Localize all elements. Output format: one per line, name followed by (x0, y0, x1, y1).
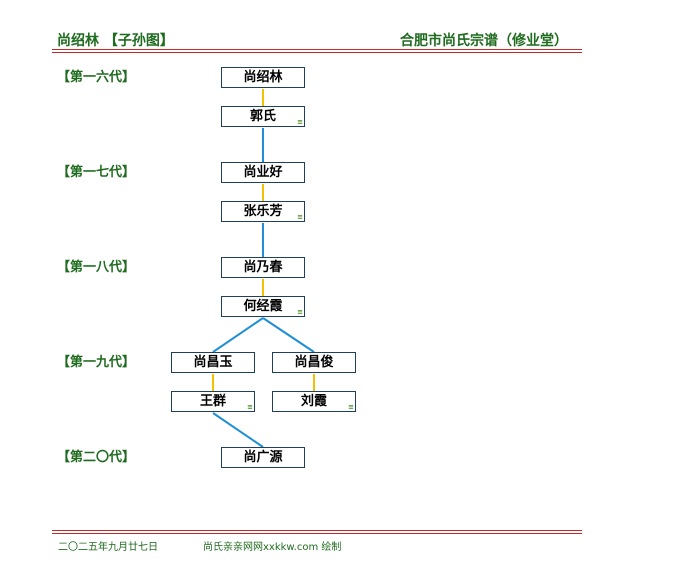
descent-line-p6-p7 (212, 317, 264, 353)
spouse-node-liu-xia[interactable]: 刘霞 ≡ (272, 391, 356, 412)
footer-source: 尚氏亲亲网网xxkkw.com 绘制 (203, 542, 342, 553)
spouse-node-he-jingxia[interactable]: 何经霞 ≡ (221, 296, 305, 317)
person-node-shang-changjun[interactable]: 尚昌俊 (272, 352, 356, 373)
descent-line-p9-p11 (212, 412, 264, 448)
generation-label-18: 【第一八代】 (57, 260, 136, 275)
person-node-shang-guangyuan[interactable]: 尚广源 (221, 447, 305, 468)
spouse-mark-icon: ≡ (348, 403, 354, 411)
person-name: 尚广源 (243, 450, 283, 465)
chart-title: 尚绍林 【子孙图】 (57, 33, 174, 49)
spouse-mark-icon: ≡ (297, 213, 303, 221)
bottom-rule (52, 530, 582, 531)
person-name: 尚昌玉 (193, 355, 233, 370)
person-name: 何经霞 (243, 299, 283, 314)
footer-date: 二〇二五年九月廿七日 (58, 542, 158, 553)
person-node-shang-shaolin[interactable]: 尚绍林 (221, 67, 305, 88)
person-node-shang-yehao[interactable]: 尚业好 (221, 162, 305, 183)
generation-label-20: 【第二〇代】 (57, 450, 136, 465)
spouse-mark-icon: ≡ (247, 403, 253, 411)
top-rule (52, 49, 582, 50)
spouse-node-zhang-lefang[interactable]: 张乐芳 ≡ (221, 201, 305, 222)
generation-label-19: 【第一九代】 (57, 355, 136, 370)
person-name: 尚昌俊 (294, 355, 334, 370)
generation-label-16: 【第一六代】 (57, 70, 136, 85)
spouse-mark-icon: ≡ (297, 118, 303, 126)
genealogy-title: 合肥市尚氏宗谱（修业堂） (400, 33, 568, 49)
generation-label-17: 【第一七代】 (57, 165, 136, 180)
person-name: 尚业好 (243, 165, 283, 180)
person-node-shang-naichun[interactable]: 尚乃春 (221, 257, 305, 278)
person-node-shang-changyu[interactable]: 尚昌玉 (171, 352, 255, 373)
person-name: 张乐芳 (243, 204, 283, 219)
person-name: 王群 (199, 394, 226, 409)
person-name: 刘霞 (300, 394, 327, 409)
person-name: 郭氏 (249, 109, 276, 124)
spouse-node-wang-qun[interactable]: 王群 ≡ (171, 391, 255, 412)
spouse-node-guo-shi[interactable]: 郭氏 ≡ (221, 106, 305, 127)
descent-line-p6-p8 (262, 317, 315, 353)
bottom-rule-inner (52, 533, 582, 534)
spouse-mark-icon: ≡ (297, 308, 303, 316)
person-name: 尚乃春 (243, 260, 283, 275)
person-name: 尚绍林 (243, 70, 283, 85)
top-rule-inner (52, 52, 582, 53)
